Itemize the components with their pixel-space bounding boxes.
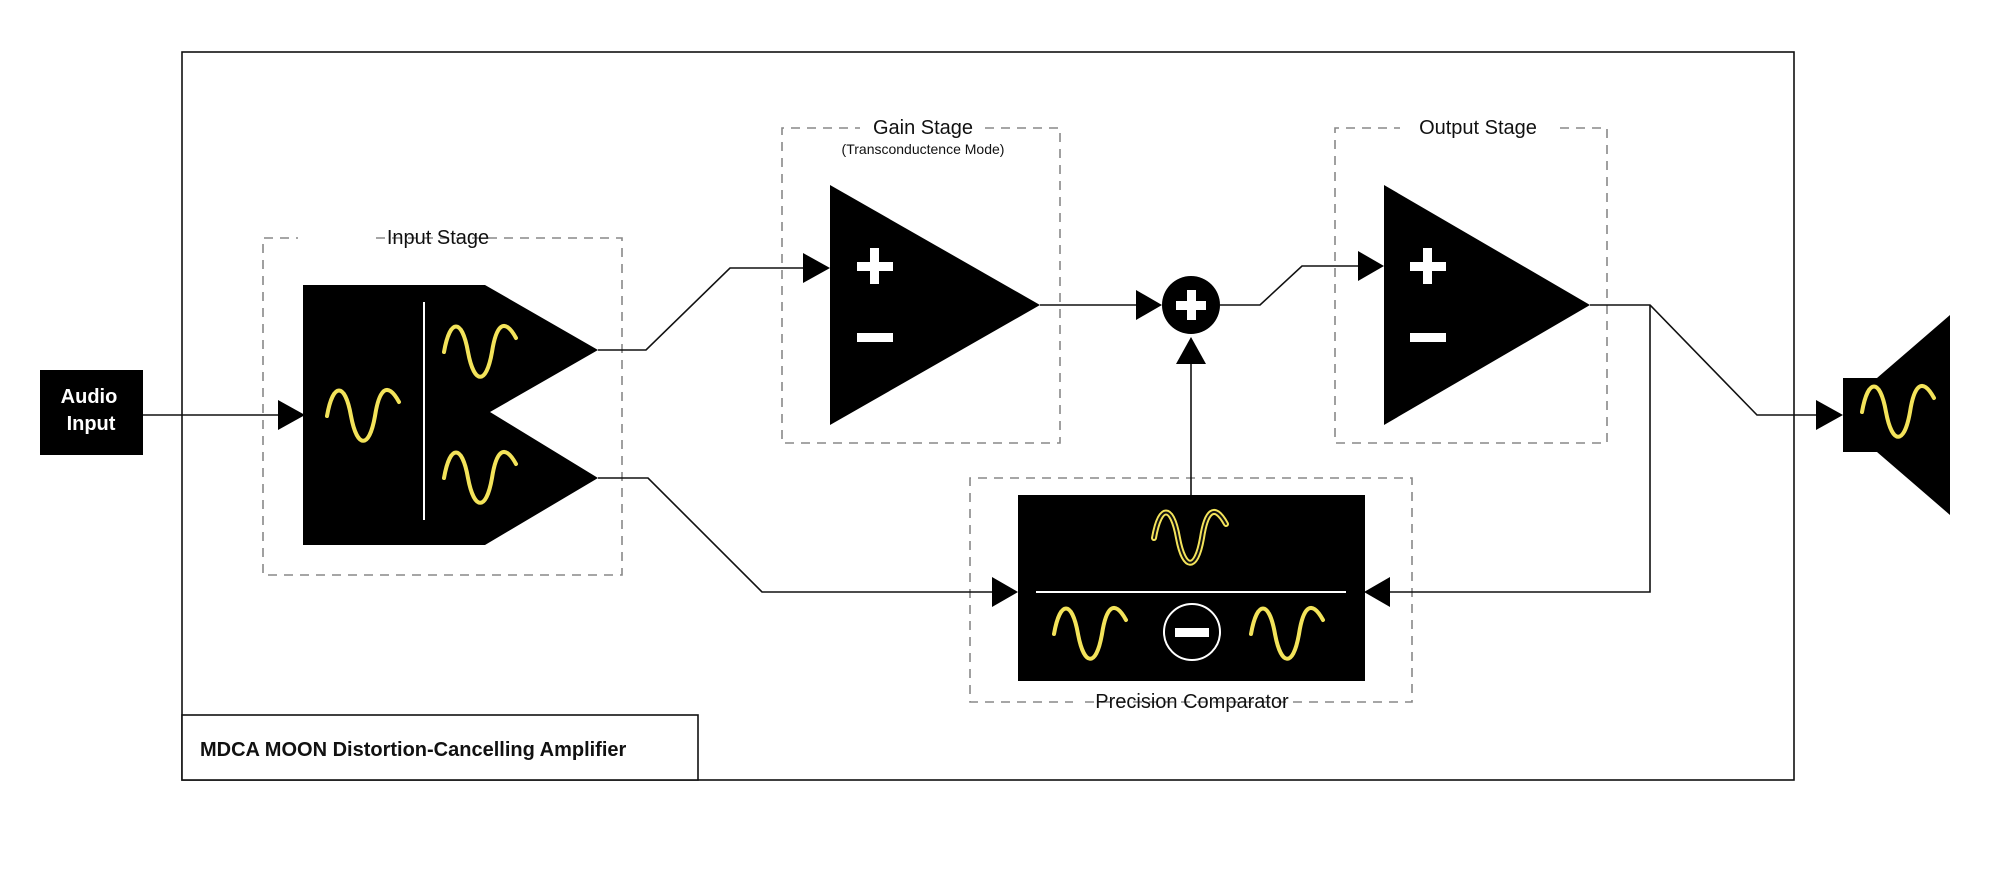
speaker-icon (1843, 315, 1950, 515)
title-box (181, 714, 699, 781)
wire-feedback (1388, 305, 1651, 593)
wire-splitter-to-gain (598, 267, 805, 351)
arrow-head-icon (1816, 400, 1843, 430)
output-stage-label: Output Stage (1419, 117, 1537, 139)
audio-input-label-line1: Audio (61, 386, 118, 408)
diagram-title: MDCA MOON Distortion-Cancelling Amplifie… (200, 739, 627, 761)
input-stage-label: Input Stage (387, 227, 489, 249)
audio-input-label-line2: Input (67, 413, 116, 435)
gain-stage-frame (781, 127, 1061, 444)
arrow-head-icon (992, 577, 1018, 607)
minus-icon (1175, 628, 1209, 637)
input-stage-frame (262, 237, 623, 576)
output-stage-frame (1334, 127, 1608, 444)
comparator-label: Precision Comparator (1095, 691, 1289, 713)
wire-splitter-to-comparator (598, 477, 992, 593)
wire-sum-to-output (1220, 265, 1360, 306)
plus-icon (1187, 290, 1196, 320)
arrow-head-icon (1364, 577, 1390, 607)
minus-icon (857, 333, 893, 342)
gain-stage-sublabel: (Transconductence Mode) (842, 141, 1005, 157)
arrow-head-icon (1358, 251, 1384, 281)
amplifier-frame (181, 51, 1795, 781)
plus-icon (870, 248, 879, 284)
plus-icon (1423, 248, 1432, 284)
audio-input-box (40, 370, 143, 455)
minus-icon (1410, 333, 1446, 342)
gain-stage-label: Gain Stage (873, 117, 973, 139)
wire-output-to-speaker (1590, 304, 1818, 416)
output-amplifier (1384, 185, 1590, 425)
gain-amplifier (830, 185, 1040, 425)
input-splitter-block (303, 285, 598, 545)
arrow-head-icon (278, 400, 305, 430)
arrow-head-icon (1136, 290, 1162, 320)
arrow-head-icon (1176, 337, 1206, 364)
arrow-head-icon (803, 253, 830, 283)
